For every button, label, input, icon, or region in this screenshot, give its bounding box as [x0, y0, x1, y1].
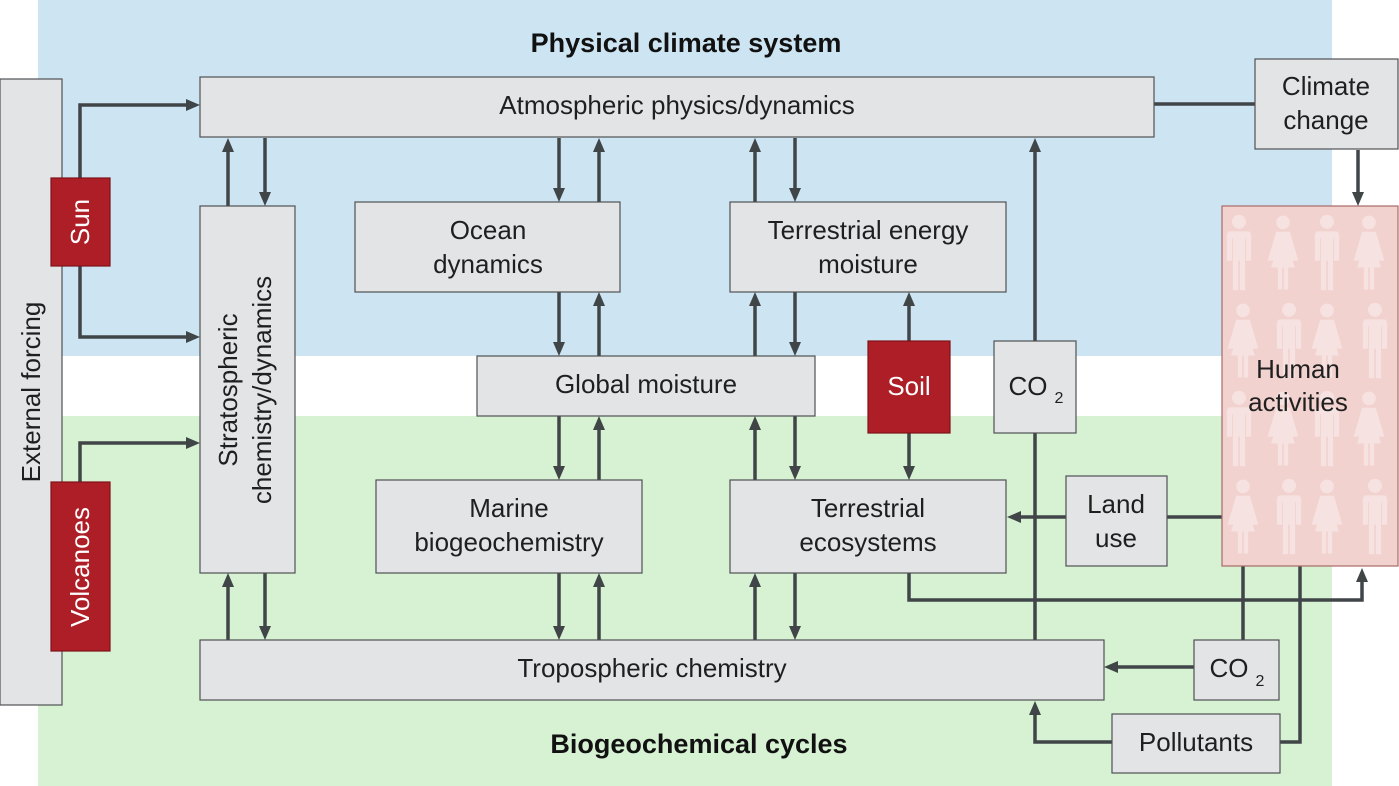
sun-box — [50, 177, 111, 267]
ocean-dynamics-box — [354, 201, 621, 293]
sun-label: Sun — [65, 199, 95, 245]
arrows — [78, 99, 1368, 744]
global-moisture-box — [476, 355, 816, 417]
land-use-label-line1: Land — [1087, 489, 1145, 519]
terrestrial-energy-label-line1: Terrestrial energy — [768, 215, 969, 245]
human-activities-box: Human activities — [1221, 205, 1399, 567]
marine-label-line1: Marine — [469, 493, 548, 523]
terrestrial-energy-label-line2: moisture — [818, 249, 918, 279]
co2-upper-subscript: 2 — [1055, 390, 1064, 407]
terrestrial-ecosystems-box — [729, 479, 1007, 574]
land-use-label-line2: use — [1095, 523, 1137, 553]
volcanoes-label: Volcanoes — [65, 507, 95, 627]
atmospheric-box — [199, 76, 1155, 138]
volcanoes-box — [50, 481, 111, 652]
soil-box — [867, 340, 951, 434]
co2-upper-box — [993, 340, 1077, 434]
pollutants-label: Pollutants — [1139, 727, 1253, 757]
stratospheric-box — [199, 205, 296, 574]
tropospheric-box — [199, 639, 1105, 701]
tropospheric-label: Tropospheric chemistry — [517, 653, 786, 683]
terrestrial-ecosystems-label-line1: Terrestrial — [811, 493, 925, 523]
human-activities-label-line1: Human — [1256, 354, 1340, 384]
atmospheric-label: Atmospheric physics/dynamics — [499, 90, 854, 120]
climate-change-label-line2: change — [1283, 105, 1368, 135]
ocean-dynamics-label-line2: dynamics — [433, 249, 543, 279]
stratospheric-label-line1: Stratospheric — [213, 313, 243, 466]
physical-climate-title: Physical climate system — [531, 28, 842, 58]
co2-lower-subscript: 2 — [1256, 673, 1265, 690]
human-activities-label-line2: activities — [1248, 387, 1348, 417]
marine-label-line2: biogeochemistry — [414, 527, 603, 557]
co2-lower-box — [1193, 639, 1280, 701]
climate-change-box — [1254, 58, 1399, 150]
terrestrial-energy-box — [729, 201, 1007, 293]
climate-change-label-line1: Climate — [1282, 71, 1370, 101]
pollutants-box — [1111, 713, 1281, 774]
co2-upper-label: CO — [1009, 371, 1048, 401]
soil-label: Soil — [887, 371, 930, 401]
global-moisture-label: Global moisture — [555, 369, 737, 399]
ocean-dynamics-label-line1: Ocean — [450, 215, 527, 245]
marine-biogeochemistry-box — [375, 479, 643, 574]
external-forcing-label: External forcing — [16, 302, 46, 483]
land-use-box — [1065, 475, 1168, 567]
terrestrial-ecosystems-label-line2: ecosystems — [799, 527, 936, 557]
stratospheric-label-line2: chemistry/dynamics — [247, 276, 277, 504]
co2-lower-label: CO — [1210, 653, 1249, 683]
biogeochemical-title: Biogeochemical cycles — [550, 729, 847, 759]
